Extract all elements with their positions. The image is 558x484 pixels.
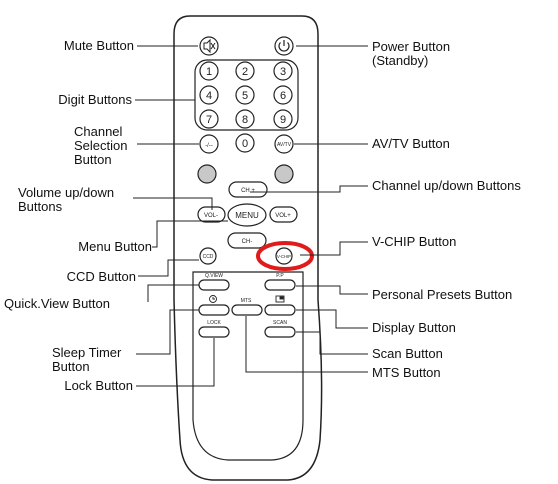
volume-down-label: VOL-: [204, 213, 218, 219]
digit-button-1[interactable]: 1: [199, 61, 219, 81]
power-callout: Power Button (Standby): [372, 39, 451, 68]
mts-callout: MTS Button: [372, 365, 441, 380]
digit-label: 1: [206, 66, 212, 78]
channel-updown-callout: Channel up/down Buttons: [372, 178, 521, 193]
scan-callout: Scan Button: [372, 346, 443, 361]
digit-label: 6: [280, 90, 286, 102]
digit-button-4[interactable]: 4: [199, 85, 219, 105]
digit-label: 3: [280, 66, 286, 78]
channel-up-button[interactable]: [228, 181, 268, 198]
personal-presets-button[interactable]: [264, 279, 296, 291]
digit-pad: [194, 59, 299, 131]
power-icon: [278, 40, 290, 52]
ccd-callout: CCD Button: [66, 269, 136, 284]
remote-body: [173, 15, 323, 481]
digit-button-5[interactable]: 5: [235, 85, 255, 105]
menu-label: MENU: [235, 211, 259, 220]
mts-label: MTS: [241, 298, 252, 304]
personal-presets-label: P.P: [276, 273, 284, 279]
lower-buttons: [198, 279, 296, 338]
digit-button-2[interactable]: 2: [235, 61, 255, 81]
digit-button-8[interactable]: 8: [235, 109, 255, 129]
volume-up-label: VOL+: [275, 213, 291, 219]
menu-callout: Menu Button: [78, 239, 152, 254]
leader-lines: [133, 45, 368, 387]
quickview-label: Q.VIEW: [205, 273, 223, 279]
menu-button[interactable]: [227, 203, 267, 227]
channel-selection-label: -/--: [205, 143, 213, 149]
digit-label: 8: [242, 114, 248, 126]
vchip-callout: V-CHIP Button: [372, 234, 457, 249]
ccd-button[interactable]: CCD: [199, 247, 217, 265]
digit-label: 4: [206, 90, 212, 102]
digit-button-3[interactable]: 3: [273, 61, 293, 81]
scan-button[interactable]: [264, 326, 296, 338]
display-callout: Display Button: [372, 320, 456, 335]
digit-label: 9: [280, 114, 286, 126]
digit-label: 2: [242, 66, 248, 78]
grey-button-right[interactable]: [274, 164, 294, 184]
digit-label: 0: [242, 138, 248, 150]
mute-callout: Mute Button: [63, 38, 134, 53]
display-icon: [275, 295, 285, 303]
volume-up-button[interactable]: [269, 206, 298, 223]
avtv-label: AV/TV: [277, 142, 292, 148]
lock-label: LOCK: [207, 320, 221, 326]
digit-label: 7: [206, 114, 212, 126]
mts-button[interactable]: [231, 304, 263, 316]
digit-label: 5: [242, 90, 248, 102]
digit-buttons: 1 2 3 4 5 6 7 8 9 0: [199, 61, 293, 153]
quickview-button[interactable]: [198, 279, 230, 291]
nav-cluster: [197, 181, 298, 249]
channel-selection-button[interactable]: -/--: [199, 134, 219, 154]
display-button[interactable]: [264, 304, 296, 316]
avtv-button[interactable]: AV/TV: [274, 134, 294, 154]
avtv-callout: AV/TV Button: [372, 136, 450, 151]
mute-icon: [203, 38, 216, 54]
channel-up-label: CH +: [241, 188, 255, 194]
channel-down-label: CH-: [242, 239, 253, 245]
mute-button[interactable]: [199, 36, 219, 56]
quickview-callout: Quick.View Button: [4, 296, 110, 311]
power-button[interactable]: [274, 36, 294, 56]
lock-callout: Lock Button: [64, 378, 133, 393]
personal-presets-callout: Personal Presets Button: [372, 287, 513, 302]
digit-button-6[interactable]: 6: [273, 85, 293, 105]
vchip-highlight-ring: [256, 241, 314, 271]
vchip-label: V-CHIP: [277, 254, 291, 259]
grey-button-left[interactable]: [197, 164, 217, 184]
sleep-callout: Sleep Timer Button: [52, 345, 122, 374]
vchip-button[interactable]: V-CHIP: [275, 247, 293, 265]
digit-button-7[interactable]: 7: [199, 109, 219, 129]
channel-down-button[interactable]: [227, 232, 267, 249]
digits-callout: Digit Buttons: [58, 92, 132, 107]
digit-button-9[interactable]: 9: [273, 109, 293, 129]
volume-callout: Volume up/down Buttons: [18, 185, 115, 214]
sleep-button[interactable]: [198, 304, 230, 316]
sleep-clock-icon: [209, 295, 217, 303]
lock-button[interactable]: [198, 326, 230, 338]
channel-selection-callout: Channel Selection Button: [74, 124, 128, 167]
ccd-label: CCD: [203, 254, 214, 260]
scan-label: SCAN: [273, 320, 287, 326]
digit-button-0[interactable]: 0: [235, 133, 255, 153]
